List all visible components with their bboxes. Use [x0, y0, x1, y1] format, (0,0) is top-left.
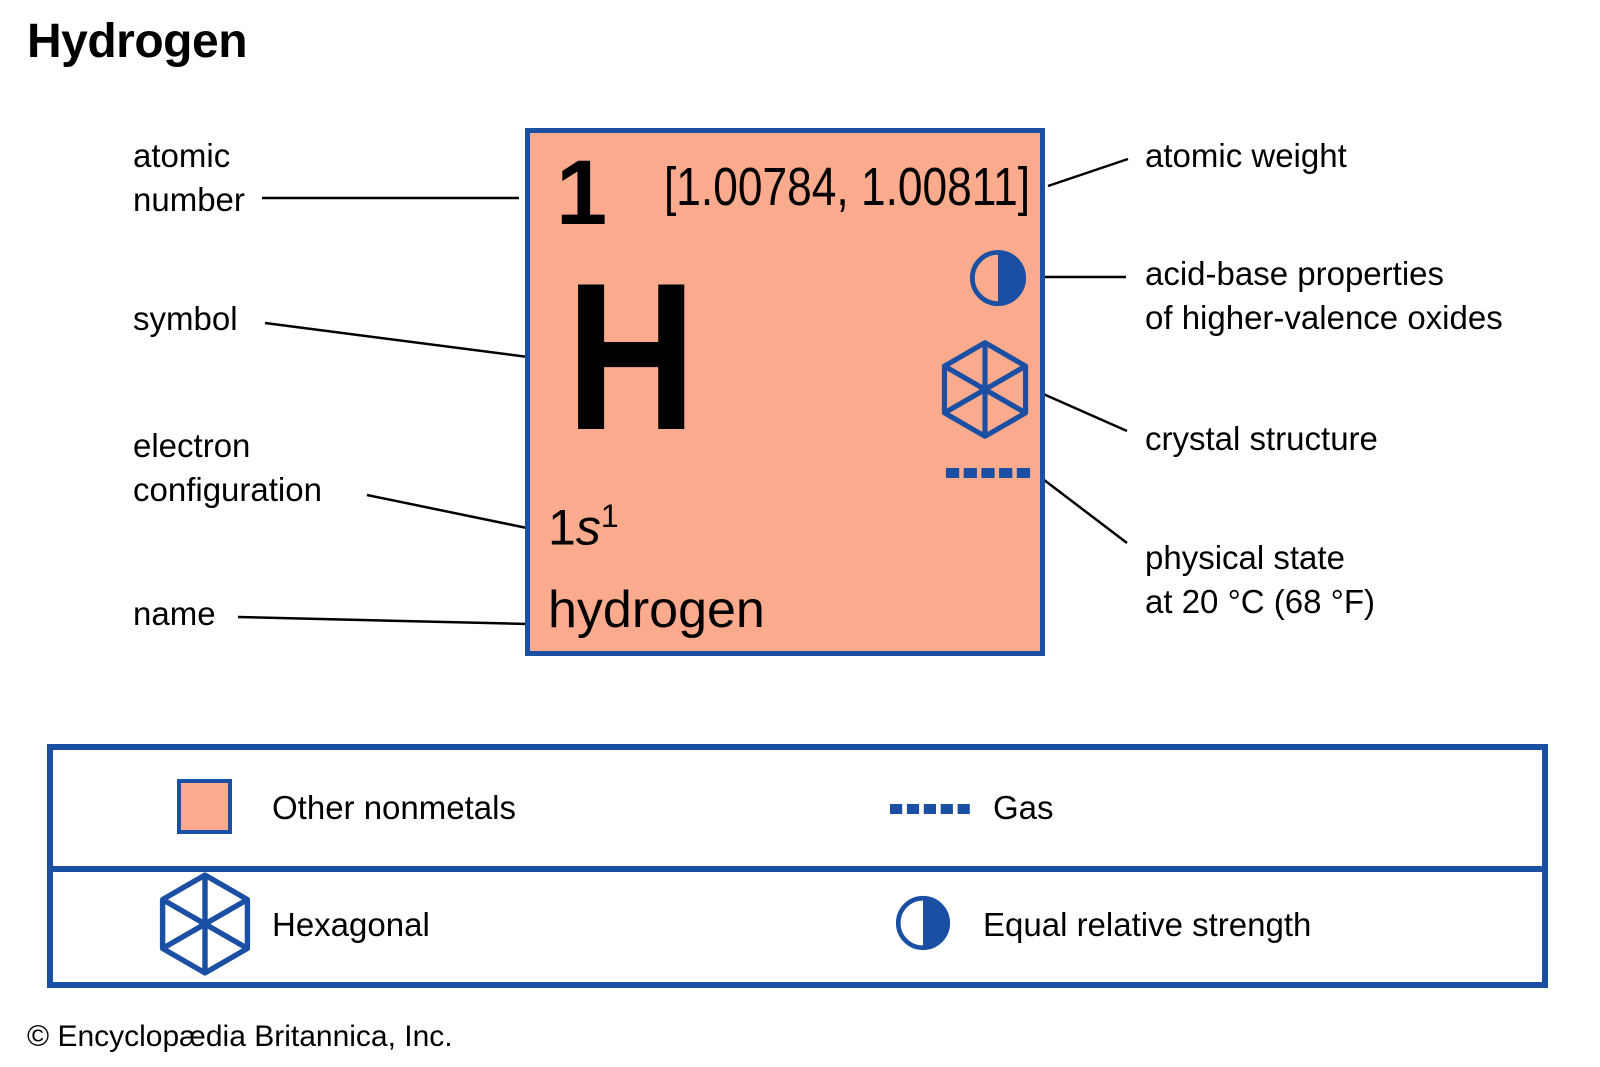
line-electron-configuration	[366, 493, 528, 530]
element-card	[525, 128, 1045, 656]
electron-configuration-coefficient: 1	[548, 499, 576, 556]
electron-configuration-value: 1s1	[548, 500, 619, 553]
hexagonal-crystal-icon	[940, 338, 1030, 446]
label-physical-state-line1: physical state	[1145, 539, 1345, 576]
label-name: name	[133, 595, 216, 632]
other-nonmetals-swatch	[177, 779, 232, 834]
atomic-number-value: 1	[556, 142, 608, 244]
legend-label-equal-relative-strength: Equal relative strength	[983, 906, 1312, 943]
label-physical-state-line2: at 20 °C (68 °F)	[1145, 583, 1375, 620]
hexagonal-crystal-icon	[158, 870, 252, 983]
legend-label-hexagonal: Hexagonal	[272, 906, 430, 943]
label-acid-base: acid-base properties of higher-valence o…	[1145, 252, 1503, 340]
label-atomic-weight: atomic weight	[1145, 137, 1347, 174]
half-filled-circle-icon	[895, 895, 951, 956]
label-atomic-number: atomic number	[133, 134, 245, 222]
gas-dashed-line-icon	[946, 465, 1030, 483]
page-title: Hydrogen	[27, 15, 248, 68]
label-acid-base-line2: of higher-valence oxides	[1145, 299, 1503, 336]
label-electron-line1: electron	[133, 427, 251, 464]
line-symbol	[264, 321, 529, 359]
line-name	[237, 615, 529, 626]
label-physical-state: physical state at 20 °C (68 °F)	[1145, 536, 1375, 624]
legend-label-gas: Gas	[993, 789, 1054, 826]
label-acid-base-line1: acid-base properties	[1145, 255, 1444, 292]
label-crystal-structure: crystal structure	[1145, 420, 1378, 457]
copyright-notice: © Encyclopædia Britannica, Inc.	[27, 1020, 453, 1053]
label-atomic-number-line1: atomic	[133, 137, 231, 174]
line-atomic-weight	[1047, 157, 1129, 188]
electron-configuration-superscript: 1	[600, 498, 619, 534]
label-atomic-number-line2: number	[133, 181, 245, 218]
line-crystal-structure	[1031, 387, 1128, 433]
element-name-value: hydrogen	[548, 581, 765, 639]
electron-configuration-orbital: s	[575, 499, 601, 556]
label-symbol: symbol	[133, 300, 238, 337]
element-symbol: H	[566, 239, 697, 474]
label-electron-line2: configuration	[133, 471, 322, 508]
line-physical-state	[1030, 469, 1128, 544]
legend-divider	[47, 866, 1548, 872]
label-electron-configuration: electron configuration	[133, 424, 322, 512]
gas-dashed-line-icon	[890, 801, 970, 819]
half-filled-circle-icon	[969, 249, 1027, 312]
atomic-weight-value: [1.00784, 1.00811]	[664, 157, 1031, 217]
legend-label-other-nonmetals: Other nonmetals	[272, 789, 516, 826]
